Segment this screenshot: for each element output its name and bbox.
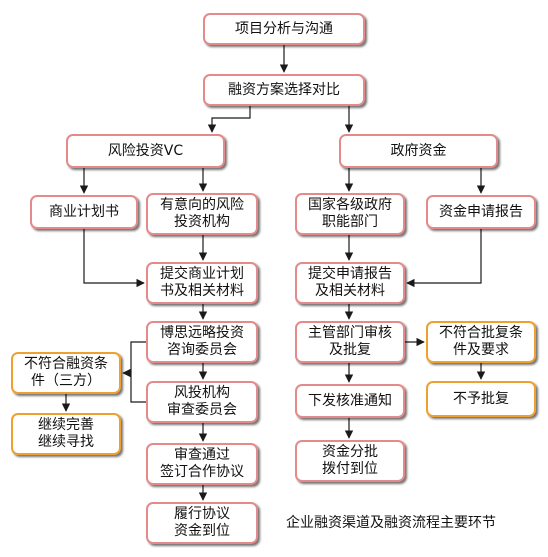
node-not-qualified-approval: 不符合批复条 件及要求: [426, 321, 536, 363]
node-funding-application: 资金申请报告: [426, 195, 536, 229]
node-approval-notice: 下发核准通知: [295, 384, 405, 418]
edge-application-to-submit: [406, 229, 482, 288]
node-department-review: 主管部门审核 及批复: [295, 321, 405, 363]
node-interested-investors: 有意向的风险 投资机构: [146, 193, 258, 235]
node-keep-improving: 继续完善 继续寻找: [11, 413, 121, 455]
node-sign-agreement: 审查通过 签订合作协议: [146, 443, 258, 485]
node-not-qualified-financing: 不符合融资条 件（三方）: [11, 352, 121, 394]
node-vc-review-committee: 风投机构 审查委员会: [146, 381, 258, 423]
node-not-approved: 不予批复: [426, 381, 536, 417]
node-business-plan: 商业计划书: [30, 195, 138, 229]
node-consulting-committee: 博思远略投资 咨询委员会: [146, 321, 258, 363]
node-submit-application: 提交申请报告 及相关材料: [295, 262, 405, 304]
node-financing-comparison: 融资方案选择对比: [203, 74, 365, 106]
node-government-agencies: 国家各级政府 职能部门: [295, 193, 405, 235]
edge-consult-branch: [130, 341, 146, 403]
node-venture-capital: 风险投资VC: [66, 134, 225, 168]
diagram-caption: 企业融资渠道及融资流程主要环节: [286, 515, 496, 531]
node-project-analysis: 项目分析与沟通: [203, 13, 365, 45]
edge-comparison-to-vc: [207, 106, 251, 133]
node-submit-business-plan: 提交商业计划 书及相关材料: [146, 262, 258, 304]
node-government-funds: 政府资金: [339, 134, 498, 168]
node-agreement-fulfilled: 履行协议 资金到位: [146, 502, 258, 544]
edge-business-plan-to-submit: [83, 229, 145, 288]
node-funds-allocated: 资金分批 拨付到位: [295, 440, 405, 482]
